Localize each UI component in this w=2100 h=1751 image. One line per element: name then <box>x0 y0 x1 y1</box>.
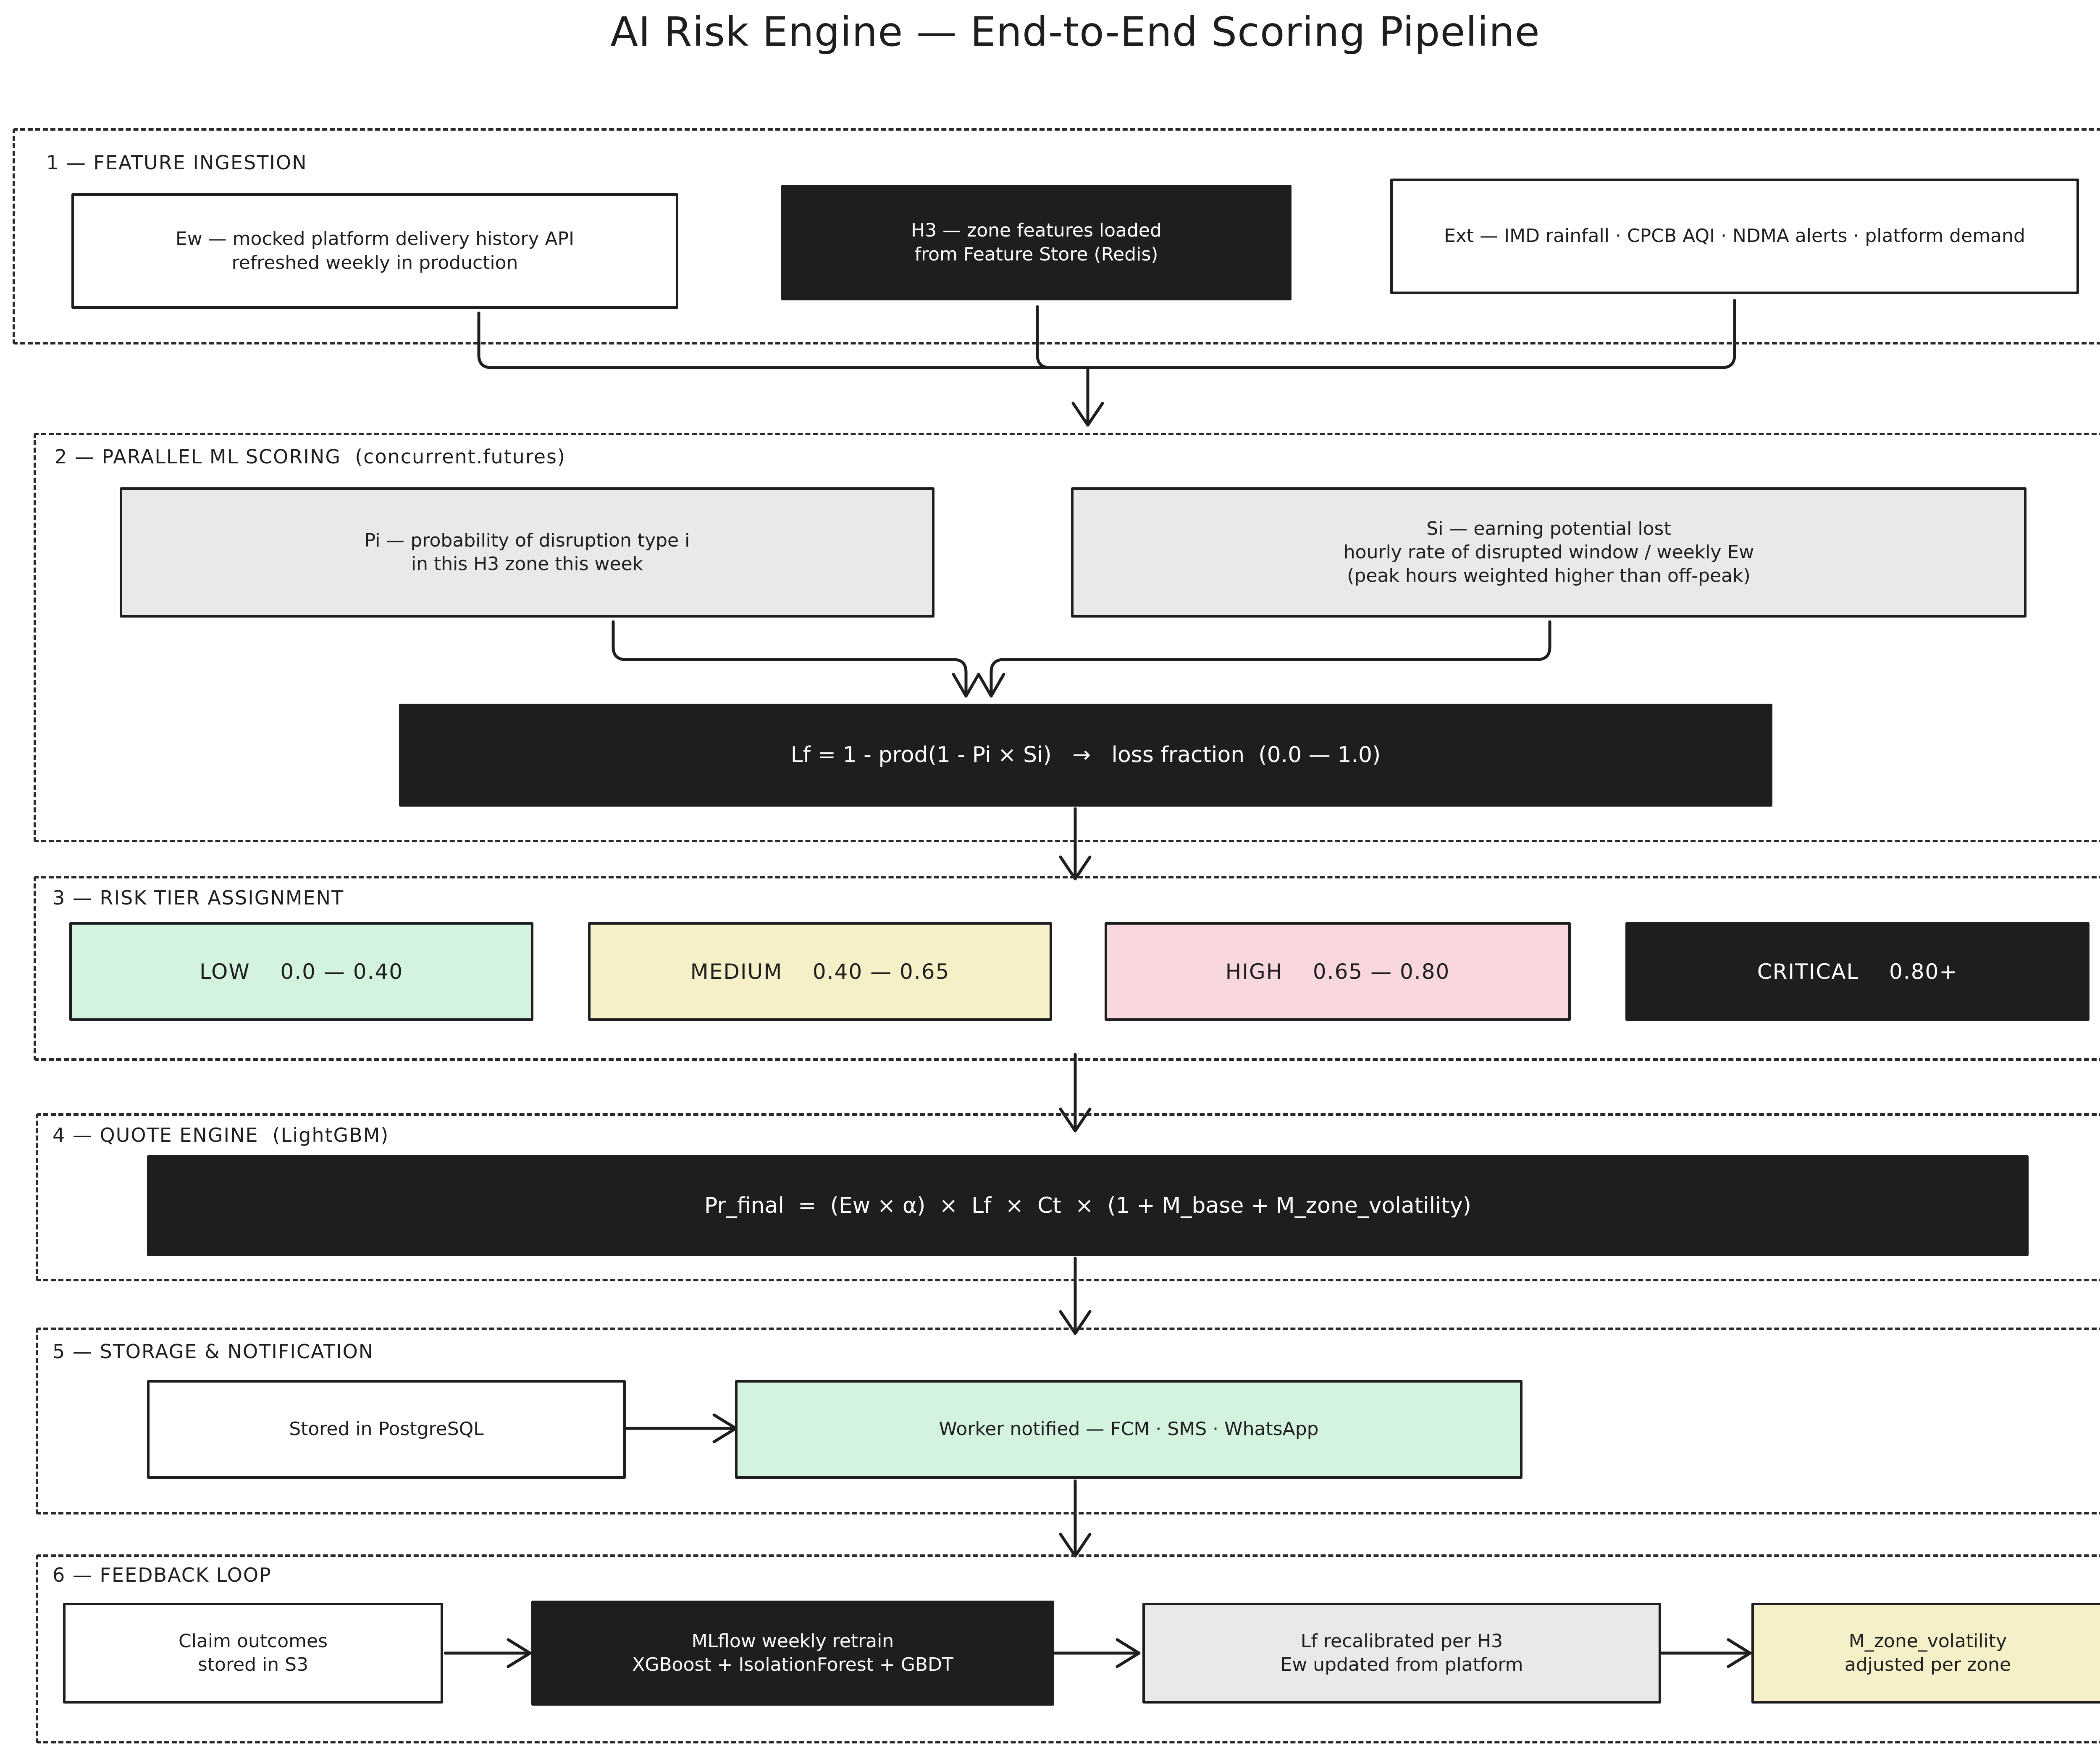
tier-medium-name: MEDIUM <box>690 959 783 984</box>
si-earning-box: Si — earning potential lost hourly rate … <box>1071 487 2026 618</box>
arrow-s1-to-s2 <box>1071 366 1104 427</box>
tier-high-box: HIGH 0.65 — 0.80 <box>1105 922 1571 1021</box>
postgres-storage-box: Stored in PostgreSQL <box>147 1380 626 1479</box>
zone-volatility-box: M_zone_volatility adjusted per zone <box>1751 1603 2100 1704</box>
zone-volatility-text: M_zone_volatility adjusted per zone <box>1844 1630 2011 1675</box>
si-earning-text: Si — earning potential lost hourly rate … <box>1343 518 1754 587</box>
h3-features-box: H3 — zone features loaded from Feature S… <box>781 185 1292 300</box>
section-quote-engine <box>36 1113 2100 1281</box>
section-parallel-ml-scoring <box>34 433 2100 842</box>
lf-recalibrated-box: Lf recalibrated per H3 Ew updated from p… <box>1142 1603 1661 1704</box>
tier-critical-range: 0.80+ <box>1889 959 1958 984</box>
section-label-risk-tier-assignment: 3 — RISK TIER ASSIGNMENT <box>52 886 344 909</box>
arrow-mlflow-to-recal <box>1053 1638 1141 1668</box>
postgres-storage-text: Stored in PostgreSQL <box>289 1418 484 1440</box>
tier-low-name: LOW <box>199 959 250 984</box>
tier-high-name: HIGH <box>1225 959 1283 984</box>
connector-si-to-lf <box>977 620 1551 698</box>
arrow-recal-to-mzone <box>1659 1638 1752 1668</box>
tier-high-range: 0.65 — 0.80 <box>1312 959 1450 984</box>
section-feedback-loop <box>36 1554 2100 1743</box>
ext-sources-box: Ext — IMD rainfall · CPCB AQI · NDMA ale… <box>1390 179 2079 294</box>
mlflow-retrain-text: MLflow weekly retrain XGBoost + Isolatio… <box>632 1630 953 1675</box>
page-title: AI Risk Engine — End-to-End Scoring Pipe… <box>610 8 1540 55</box>
pi-probability-box: Pi — probability of disruption type i in… <box>120 487 934 618</box>
mlflow-retrain-box: MLflow weekly retrain XGBoost + Isolatio… <box>531 1601 1054 1706</box>
arrow-s2-to-s3 <box>1059 807 1092 881</box>
premium-formula-text: Pr_final = (Ew × α) × Lf × Ct × (1 + M_b… <box>704 1193 1471 1218</box>
connector-pi-to-lf <box>612 620 980 698</box>
tier-critical-name: CRITICAL <box>1757 959 1859 984</box>
section-label-quote-engine: 4 — QUOTE ENGINE (LightGBM) <box>52 1124 389 1146</box>
section-label-parallel-ml-scoring: 2 — PARALLEL ML SCORING (concurrent.futu… <box>55 445 566 468</box>
lf-recalibrated-text: Lf recalibrated per H3 Ew updated from p… <box>1280 1630 1523 1675</box>
claim-outcomes-box: Claim outcomes stored in S3 <box>63 1603 443 1704</box>
h3-features-text: H3 — zone features loaded from Feature S… <box>911 220 1162 265</box>
arrow-claims-to-mlflow <box>444 1638 532 1668</box>
ext-sources-text: Ext — IMD rainfall · CPCB AQI · NDMA ale… <box>1444 225 2025 247</box>
tier-low-box: LOW 0.0 — 0.40 <box>69 922 533 1021</box>
connector-ew-to-merge <box>477 311 1077 369</box>
tier-low-range: 0.0 — 0.40 <box>280 959 404 984</box>
tier-critical-box: CRITICAL 0.80+ <box>1625 922 2090 1021</box>
section-label-feedback-loop: 6 — FEEDBACK LOOP <box>52 1564 272 1586</box>
pi-probability-text: Pi — probability of disruption type i in… <box>364 529 690 575</box>
premium-formula-box: Pr_final = (Ew × α) × Lf × Ct × (1 + M_b… <box>147 1155 2029 1256</box>
connector-ext-to-merge <box>1074 299 1736 369</box>
section-feature-ingestion <box>13 128 2100 344</box>
worker-notified-text: Worker notified — FCM · SMS · WhatsApp <box>939 1418 1319 1440</box>
section-storage-notification <box>36 1328 2100 1514</box>
tier-medium-range: 0.40 — 0.65 <box>812 959 950 984</box>
worker-notified-box: Worker notified — FCM · SMS · WhatsApp <box>735 1380 1522 1479</box>
section-label-storage-notification: 5 — STORAGE & NOTIFICATION <box>52 1340 374 1363</box>
ew-source-text: Ew — mocked platform delivery history AP… <box>175 228 575 273</box>
ew-source-box: Ew — mocked platform delivery history AP… <box>71 193 678 309</box>
loss-fraction-text: Lf = 1 - prod(1 - Pi × Si) → loss fracti… <box>790 742 1381 768</box>
claim-outcomes-text: Claim outcomes stored in S3 <box>178 1630 328 1675</box>
arrow-s3-to-s4 <box>1059 1053 1092 1133</box>
section-risk-tier-assignment <box>34 876 2100 1061</box>
arrow-s4-to-s5 <box>1059 1257 1092 1335</box>
section-label-feature-ingestion: 1 — FEATURE INGESTION <box>46 151 307 174</box>
tier-medium-box: MEDIUM 0.40 — 0.65 <box>588 922 1052 1021</box>
connector-h3-to-merge <box>1036 305 1077 369</box>
loss-fraction-box: Lf = 1 - prod(1 - Pi × Si) → loss fracti… <box>399 704 1772 807</box>
